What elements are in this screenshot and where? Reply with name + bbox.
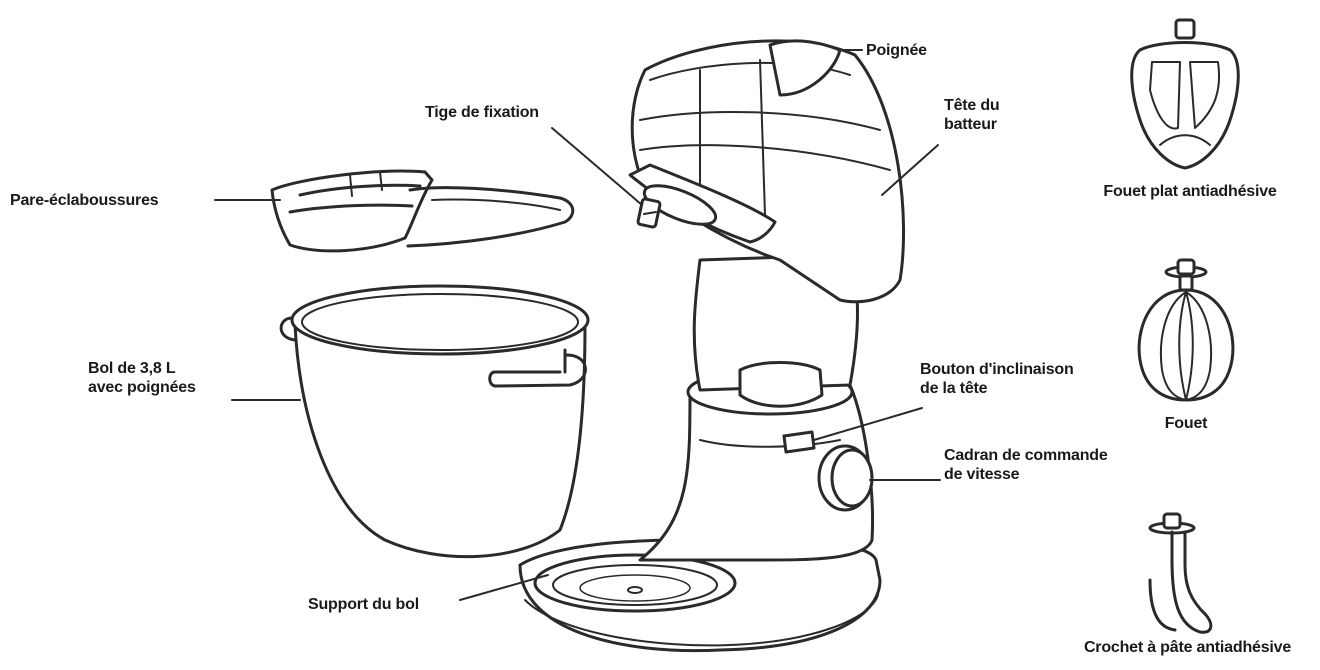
- label-mixer-head: Tête du batteur: [944, 96, 1000, 134]
- splash-guard-drawing: [270, 169, 575, 253]
- label-dough-hook: Crochet à pâte antiadhésive: [1060, 638, 1315, 657]
- dough-hook-drawing: [1148, 512, 1213, 634]
- label-dough-hook-text: Crochet à pâte antiadhésive: [1083, 639, 1292, 656]
- label-mixer-head-line2: batteur: [944, 116, 997, 133]
- label-splash-guard: Pare-éclaboussures: [10, 191, 159, 210]
- label-speed-dial: Cadran de commande de vitesse: [944, 446, 1108, 484]
- label-attachment-shaft-text: Tige de fixation: [425, 104, 539, 121]
- label-speed-dial-line2: de vitesse: [944, 466, 1020, 483]
- whisk-drawing: [1137, 258, 1235, 402]
- label-whisk: Fouet: [1146, 414, 1226, 433]
- leader-lines: [214, 49, 941, 601]
- leader-attachment-shaft: [551, 127, 643, 206]
- label-handle: Poignée: [866, 41, 927, 60]
- mixer-body-drawing: [638, 253, 874, 562]
- label-bowl-base-text: Support du bol: [308, 596, 419, 613]
- label-flat-beater-text: Fouet plat antiadhésive: [1103, 183, 1277, 200]
- label-speed-dial-line1: Cadran de commande: [944, 447, 1108, 464]
- leader-bowl-base: [459, 574, 549, 601]
- label-tilt-button-line1: Bouton d'inclinaison: [920, 361, 1074, 378]
- label-flat-beater: Fouet plat antiadhésive: [1080, 182, 1300, 201]
- mixer-base-drawing: [518, 538, 882, 653]
- label-bowl-line2: avec poignées: [88, 379, 196, 396]
- label-bowl-line1: Bol de 3,8 L: [88, 360, 176, 377]
- label-bowl: Bol de 3,8 L avec poignées: [88, 359, 196, 397]
- label-tilt-button: Bouton d'inclinaison de la tête: [920, 360, 1074, 398]
- label-tilt-button-line2: de la tête: [920, 380, 988, 397]
- mixer-head-drawing: [628, 39, 906, 304]
- label-bowl-base: Support du bol: [308, 595, 419, 614]
- label-whisk-text: Fouet: [1164, 415, 1208, 432]
- label-handle-text: Poignée: [866, 42, 927, 59]
- label-attachment-shaft: Tige de fixation: [425, 103, 539, 122]
- flat-beater-drawing: [1130, 18, 1240, 170]
- leader-tilt-button: [813, 407, 923, 441]
- label-mixer-head-line1: Tête du: [944, 97, 1000, 114]
- leader-mixer-head: [881, 144, 939, 196]
- bowl-drawing: [279, 284, 590, 559]
- label-splash-guard-text: Pare-éclaboussures: [10, 192, 159, 209]
- attachment-shaft-drawing: [636, 197, 662, 229]
